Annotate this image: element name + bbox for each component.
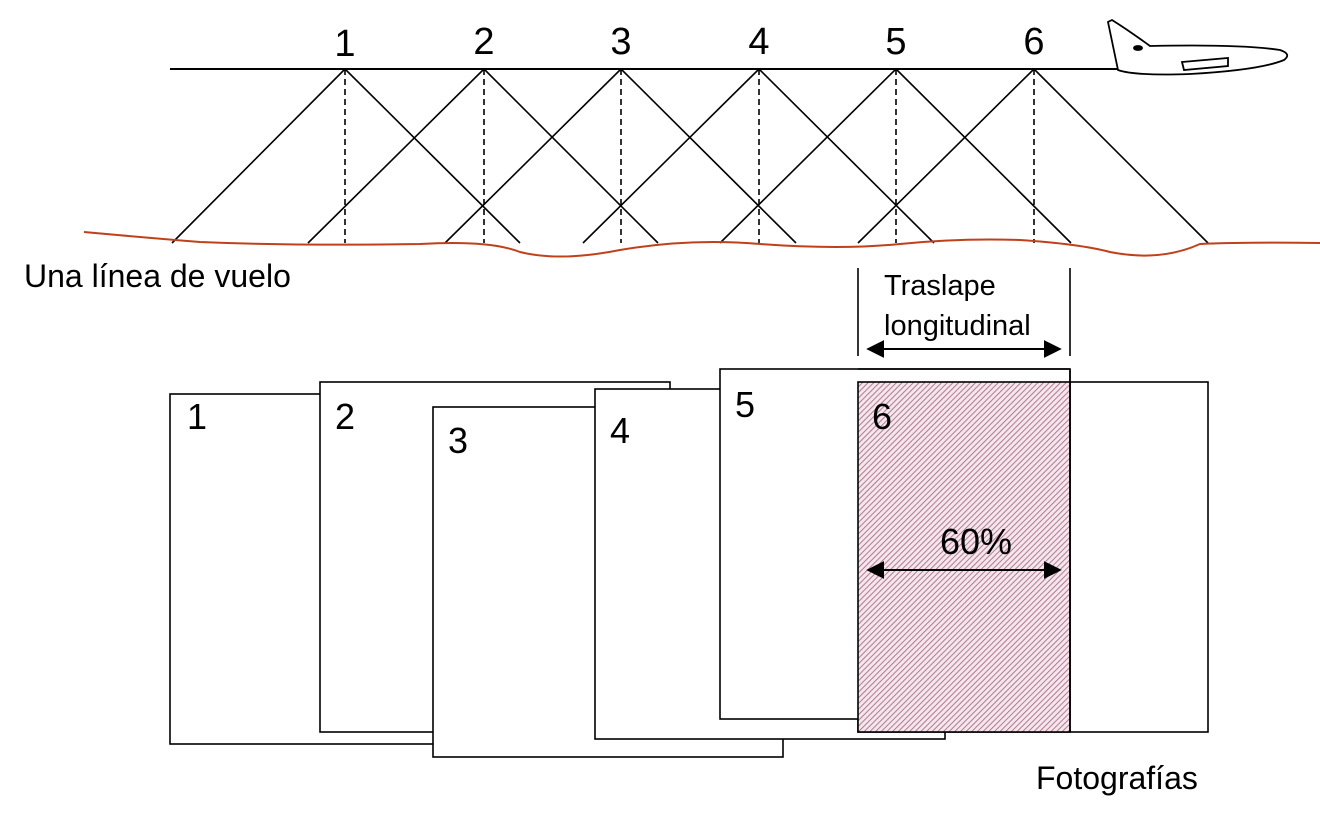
coverage-cone-6 [857,68,1209,244]
station-label-2: 2 [473,21,494,63]
station-label-6: 6 [1023,21,1044,63]
station-label-1: 1 [334,23,355,65]
overlap-dimension [857,268,1071,358]
flight-line-caption: Una línea de vuelo [24,258,291,294]
photo-label-6: 6 [872,396,892,437]
overlap-label-line2: longitudinal [884,310,1031,342]
photo-label-2: 2 [335,396,355,437]
coverage-cone-4 [582,68,935,244]
overlap-percent-label: 60% [940,521,1012,562]
overlap-region [857,368,1071,733]
station-label-5: 5 [885,21,906,63]
terrain-profile [83,231,1320,258]
overlap-label-line1: Traslape [884,270,996,302]
photo-label-4: 4 [610,410,630,451]
coverage-cone-1 [171,68,521,244]
photo-label-3: 3 [448,420,468,461]
coverage-cone-3 [444,68,797,244]
airplane-icon [1106,18,1289,76]
photos-caption: Fotografías [1036,760,1198,796]
coverage-cone-5 [719,68,1072,244]
station-label-4: 4 [748,21,769,63]
coverage-cones [171,68,1209,244]
photo-label-1: 1 [187,396,207,437]
station-label-3: 3 [610,21,631,63]
photo-label-5: 5 [735,384,755,425]
coverage-cone-2 [307,68,659,244]
